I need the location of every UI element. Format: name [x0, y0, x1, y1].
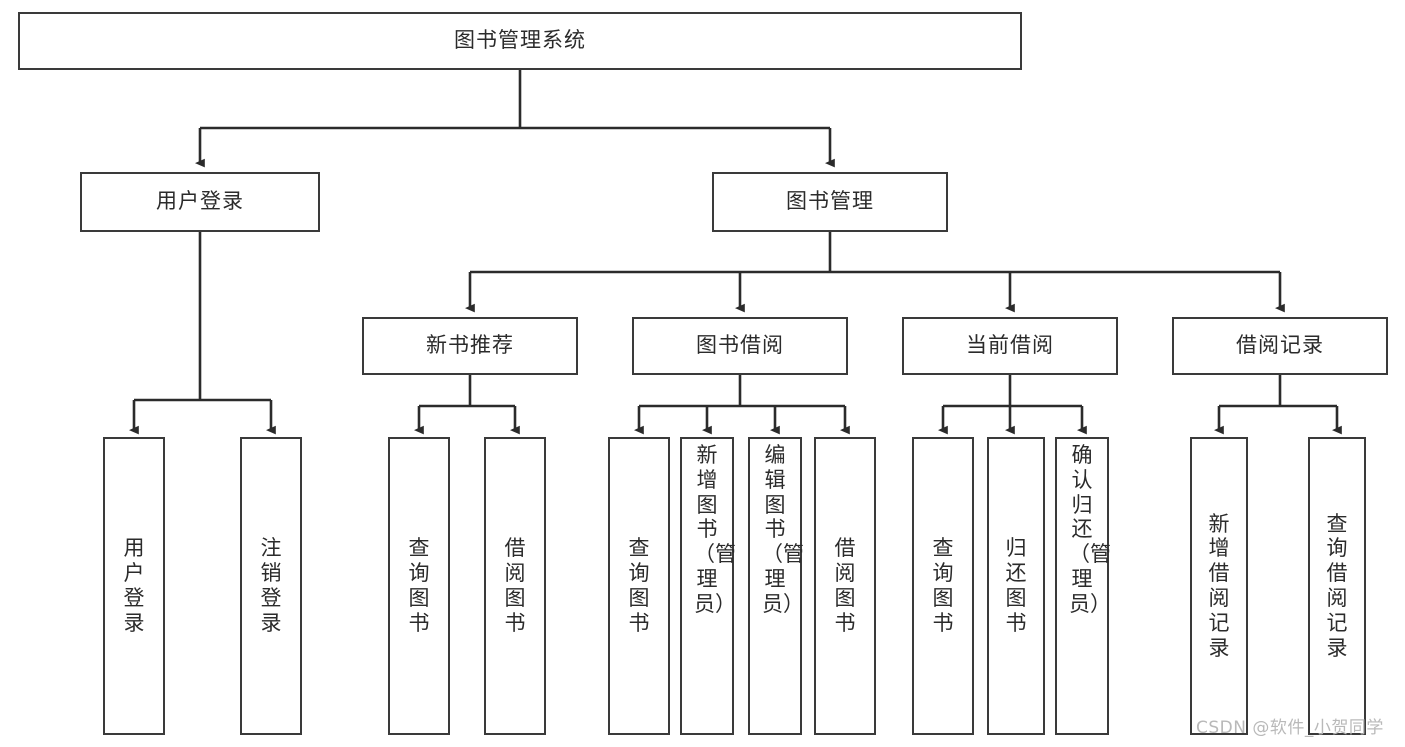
leaf-query-book-2-label: 查询图书	[628, 536, 650, 635]
node-book-borrow-label: 图书借阅	[696, 333, 784, 358]
leaf-edit-book-label: 编辑图书（管理员）	[762, 443, 804, 616]
leaf-confirm-return[interactable]: 确认归还（管理员）	[1055, 437, 1111, 735]
node-book-borrow[interactable]: 图书借阅	[632, 317, 848, 375]
leaf-query-borrow-record-label: 查询借阅记录	[1326, 511, 1348, 660]
node-borrow-record-label: 借阅记录	[1236, 333, 1324, 358]
leaf-query-book-2[interactable]: 查询图书	[608, 437, 670, 735]
leaf-borrow-book-2-label: 借阅图书	[834, 536, 856, 635]
leaf-query-borrow-record[interactable]: 查询借阅记录	[1308, 437, 1366, 735]
leaf-add-book-label: 新增图书（管理员）	[694, 443, 736, 616]
leaf-edit-book[interactable]: 编辑图书（管理员）	[748, 437, 804, 735]
csdn-watermark: CSDN @软件_小贺同学	[1196, 718, 1384, 738]
node-current-borrow-label: 当前借阅	[966, 333, 1054, 358]
leaf-query-book-1[interactable]: 查询图书	[388, 437, 450, 735]
leaf-borrow-book-1[interactable]: 借阅图书	[484, 437, 546, 735]
leaf-add-book[interactable]: 新增图书（管理员）	[680, 437, 736, 735]
leaf-query-book-1-label: 查询图书	[408, 536, 430, 635]
node-new-book-recommend[interactable]: 新书推荐	[362, 317, 578, 375]
node-root-label: 图书管理系统	[454, 28, 586, 53]
node-current-borrow[interactable]: 当前借阅	[902, 317, 1118, 375]
node-new-book-recommend-label: 新书推荐	[426, 333, 514, 358]
leaf-logout[interactable]: 注销登录	[240, 437, 302, 735]
node-user-login-label: 用户登录	[156, 189, 244, 214]
leaf-logout-label: 注销登录	[260, 536, 282, 635]
leaf-return-book[interactable]: 归还图书	[987, 437, 1045, 735]
leaf-add-borrow-record-label: 新增借阅记录	[1208, 511, 1230, 660]
node-user-login[interactable]: 用户登录	[80, 172, 320, 232]
leaf-user-login[interactable]: 用户登录	[103, 437, 165, 735]
leaf-borrow-book-2[interactable]: 借阅图书	[814, 437, 876, 735]
leaf-return-book-label: 归还图书	[1005, 536, 1027, 635]
leaf-query-book-3[interactable]: 查询图书	[912, 437, 974, 735]
leaf-add-borrow-record[interactable]: 新增借阅记录	[1190, 437, 1248, 735]
node-root[interactable]: 图书管理系统	[18, 12, 1022, 70]
leaf-confirm-return-label: 确认归还（管理员）	[1069, 443, 1111, 616]
leaf-query-book-3-label: 查询图书	[932, 536, 954, 635]
node-book-manage-label: 图书管理	[786, 189, 874, 214]
node-borrow-record[interactable]: 借阅记录	[1172, 317, 1388, 375]
node-book-manage[interactable]: 图书管理	[712, 172, 948, 232]
leaf-borrow-book-1-label: 借阅图书	[504, 536, 526, 635]
leaf-user-login-label: 用户登录	[123, 536, 145, 635]
